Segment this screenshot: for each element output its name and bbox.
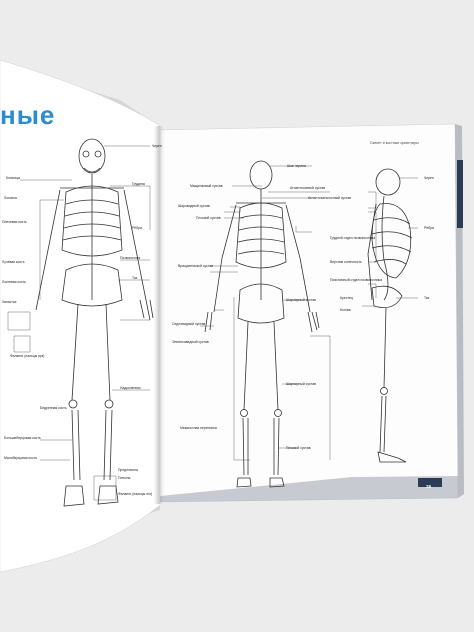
- label-hinge-knee: Шарнирный сустав: [286, 382, 316, 386]
- label-toe-phalanges: Фаланги (пальцы ног): [118, 492, 153, 496]
- label-ball-socket: Шаровидный сустав: [178, 204, 210, 208]
- label-saddle: Седловидный сустав: [172, 322, 206, 326]
- label-spine: Позвоночник: [120, 256, 141, 260]
- skeleton-side: [367, 168, 413, 463]
- label-hinge: Шарнирный сустав: [286, 298, 316, 302]
- label-thoracic-spine: Грудной отдел позвоночника: [330, 236, 376, 240]
- label-plane: Плоский сустав: [196, 216, 221, 220]
- label-ellipsoid: Эллипсовидный сустав: [172, 340, 209, 344]
- label-pivot: Вращательный сустав: [178, 264, 214, 268]
- label-pelvis: Таз: [132, 276, 138, 280]
- label-clavicle: Ключица: [6, 176, 20, 180]
- label-coccyx: Копчик: [340, 308, 351, 312]
- label-finger-phalanges: Фаланги (пальцы рук): [10, 354, 45, 358]
- label-tarsus: Предплюсна: [118, 468, 138, 472]
- running-header: Скелет и костные ориентиры: [370, 141, 419, 145]
- label-radius: Лучевая кость: [2, 260, 25, 264]
- left-leader-lines: [7, 145, 151, 501]
- label-patella: Надколенник: [120, 386, 141, 390]
- label-fibula: Малоберцовая кость: [4, 456, 37, 460]
- chapter-heading: ные: [0, 100, 56, 130]
- label-lumbar-spine: Поясничный отдел позвоночника: [330, 278, 383, 282]
- label-atlantooccipital: Атлантозатылочный сустав: [308, 196, 352, 200]
- label-humerus: Плечевая кость: [2, 220, 27, 224]
- label-side-pelvis: Таз: [424, 296, 430, 300]
- label-upper-limb: Верхняя конечность: [330, 260, 362, 264]
- label-sternum: Грудина: [132, 182, 145, 186]
- label-side-skull: Череп: [424, 176, 434, 180]
- skeleton-front: [35, 138, 154, 507]
- label-scapula: Лопатка: [4, 196, 17, 200]
- section-tab: [457, 160, 463, 228]
- label-ulna: Локтевая кость: [2, 280, 26, 284]
- label-metatarsus: Плюсна: [118, 476, 131, 480]
- label-femur: Бедренная кость: [40, 406, 67, 410]
- label-interosseous: Межкостная перепонка: [180, 426, 217, 430]
- label-suture: Шов черепа: [287, 164, 306, 168]
- label-carpus: Запястье: [2, 300, 17, 304]
- label-side-ribs: Рёбра: [424, 226, 434, 230]
- label-ribs: Рёбра: [132, 226, 142, 230]
- skeleton-back: [204, 160, 320, 488]
- label-sacrum: Крестец: [340, 296, 353, 300]
- label-atlantoaxial: Атлантоосевой сустав: [290, 186, 326, 190]
- page-number: 29: [426, 484, 432, 489]
- label-skull: Череп: [152, 144, 162, 148]
- label-condyloid: Мыщелковый сустав: [190, 184, 223, 188]
- back-leader-lines: [200, 165, 331, 461]
- label-plane-ankle: Плоский сустав: [286, 446, 311, 450]
- side-leader-lines: [362, 177, 418, 307]
- label-tibia: Большеберцовая кость: [4, 436, 41, 440]
